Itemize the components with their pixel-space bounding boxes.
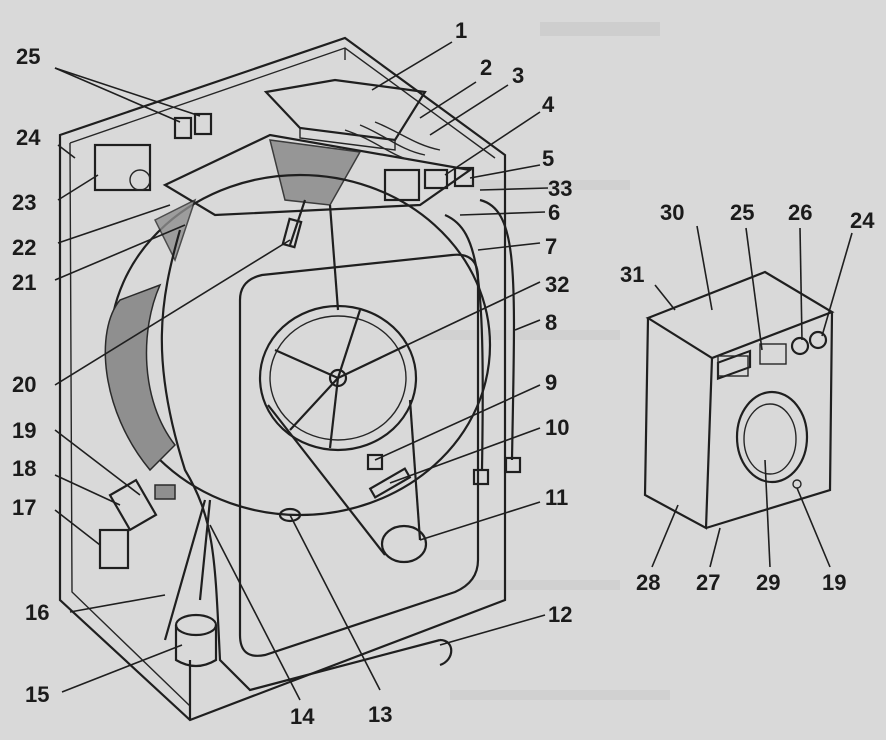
callout-21: 21 [12,270,36,295]
inset-callout-24: 24 [850,208,875,233]
inset-callout-29: 29 [756,570,780,595]
inset-callout-28: 28 [636,570,660,595]
drum [104,173,492,517]
callout-14: 14 [290,704,315,729]
callout-17: 17 [12,495,36,520]
callout-24: 24 [16,125,41,150]
callout-8: 8 [545,310,557,335]
background-text-traces [420,22,670,700]
callout-16: 16 [25,600,49,625]
hoses [160,198,522,692]
callout-2: 2 [480,55,492,80]
inset-callout-labels: 30 25 26 24 31 28 27 29 19 [620,200,875,595]
inset-machine [643,225,853,568]
callout-23: 23 [12,190,36,215]
callout-10: 10 [545,415,569,440]
callout-4: 4 [542,92,555,117]
callout-6: 6 [548,200,560,225]
drum-pulley [258,304,418,452]
callout-13: 13 [368,702,392,727]
inset-callout-19: 19 [822,570,846,595]
callout-1: 1 [455,18,467,43]
machine-cabinet [58,36,507,722]
callout-25: 25 [16,44,40,69]
callout-18: 18 [12,456,36,481]
callout-labels: 1 2 3 4 5 33 6 7 32 8 9 10 11 12 13 14 1… [12,18,572,729]
callout-9: 9 [545,370,557,395]
inset-callout-31: 31 [620,262,644,287]
callout-33: 33 [548,176,572,201]
tub-back [238,253,480,657]
callout-20: 20 [12,372,36,397]
inset-callout-27: 27 [696,570,720,595]
leader-lines [54,41,549,701]
inset-callout-26: 26 [788,200,812,225]
inset-callout-25: 25 [730,200,754,225]
callout-3: 3 [512,63,524,88]
callout-32: 32 [545,272,569,297]
callout-5: 5 [542,146,554,171]
control-box [263,78,427,151]
callout-7: 7 [545,234,557,259]
drive-belt [267,399,428,564]
callout-19: 19 [12,418,36,443]
callout-22: 22 [12,235,36,260]
callout-15: 15 [25,682,49,707]
callout-11: 11 [545,485,568,510]
bottom-components [98,453,412,668]
top-components [93,112,475,202]
callout-12: 12 [548,602,572,627]
inset-callout-30: 30 [660,200,684,225]
suspension [163,199,340,641]
